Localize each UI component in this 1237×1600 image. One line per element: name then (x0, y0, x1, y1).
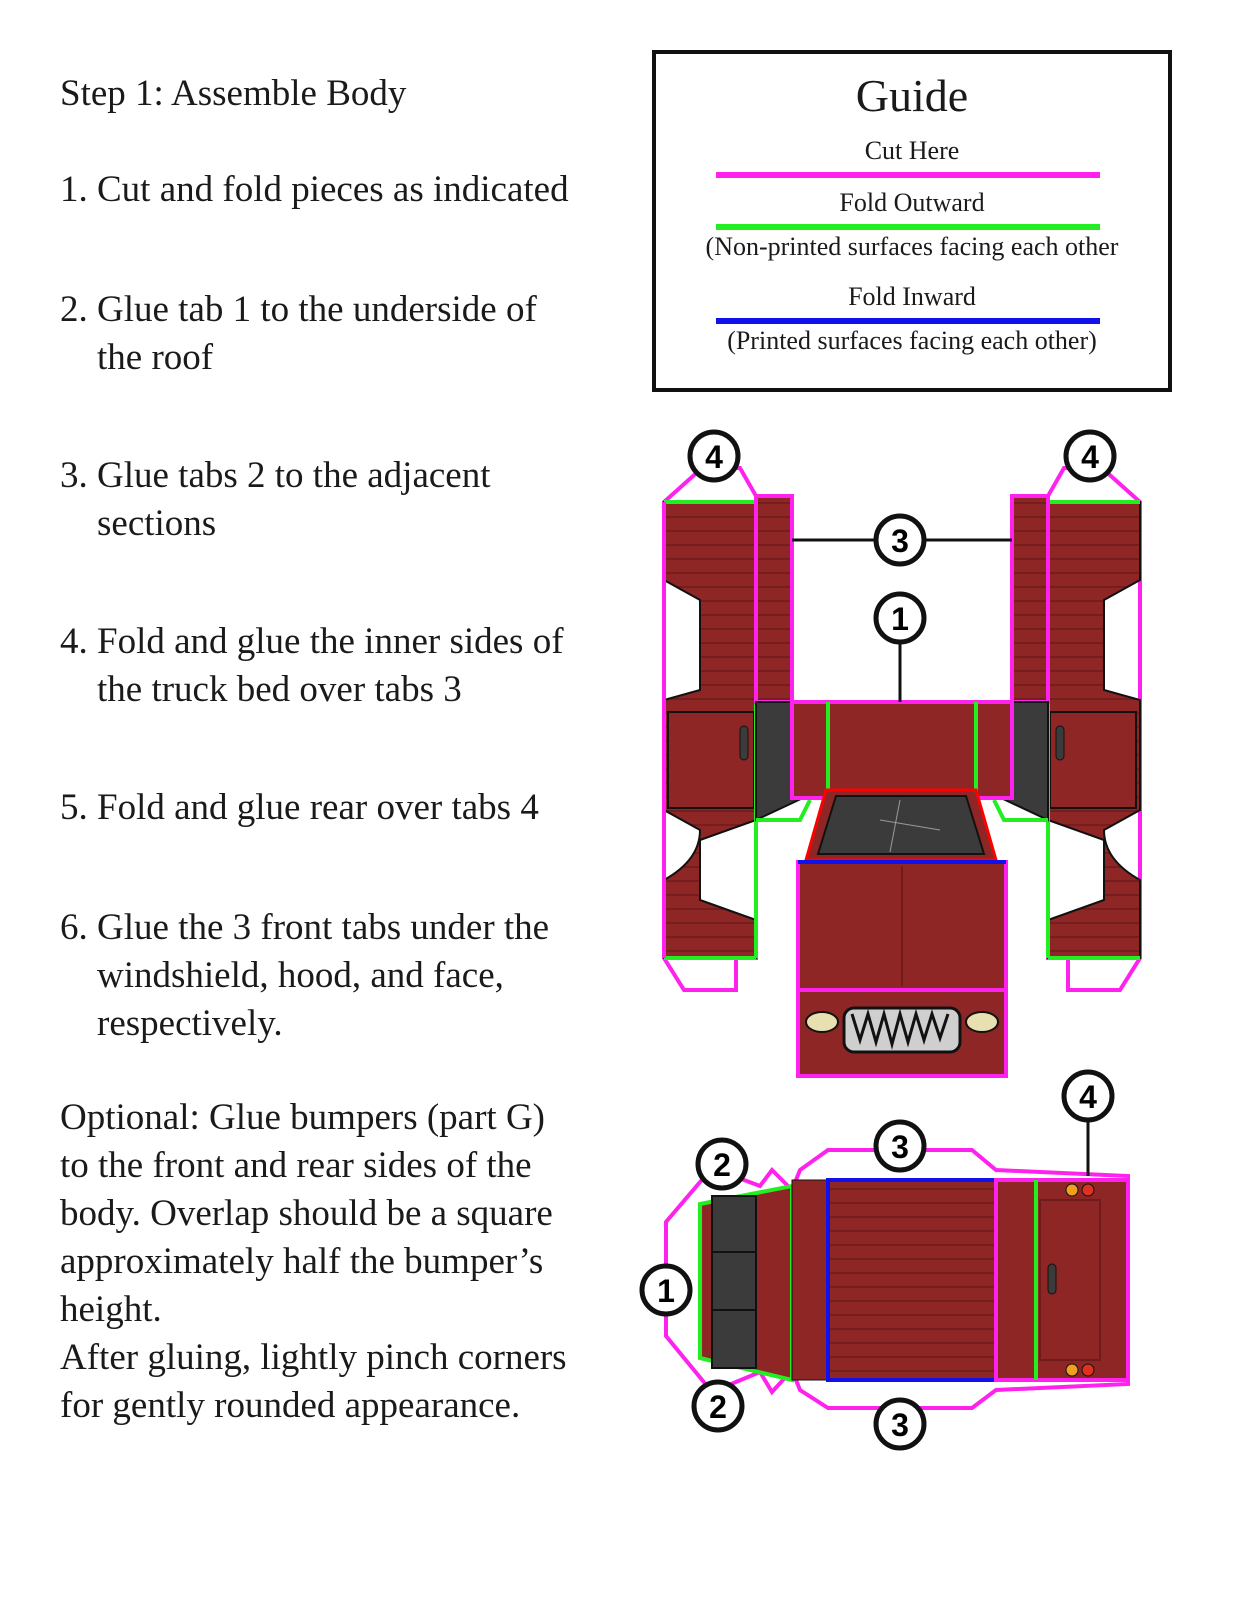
fold-inward-line-swatch (716, 318, 1100, 324)
roof-panel (790, 700, 1014, 800)
body-net-lower (664, 1148, 1130, 1410)
instruction-2: 2.Glue tab 1 to the underside of the roo… (60, 286, 537, 382)
callout-badge-3: 3 (873, 1119, 927, 1173)
guide-title: Guide (855, 70, 969, 121)
callout-number: 3 (891, 1407, 909, 1443)
callout-badge-3: 3 (873, 513, 927, 567)
optional-line: After gluing, lightly pinch corners (60, 1337, 567, 1378)
optional-line: for gently rounded appearance. (60, 1385, 521, 1426)
callout-number: 1 (891, 601, 909, 637)
body-net-upper (662, 466, 1142, 1078)
callout-number: 3 (891, 523, 909, 559)
instruction-text: Fold and glue the inner sides of (97, 621, 564, 662)
fold-outward-line-swatch (716, 224, 1100, 230)
instruction-4: 4.Fold and glue the inner sides of the t… (60, 618, 564, 714)
callout-badge-4: 4 (1061, 1069, 1115, 1123)
callout-badge-2: 2 (695, 1137, 749, 1191)
left-side-panel (662, 466, 821, 992)
fold-inward-note: (Printed surfaces facing each other) (727, 326, 1097, 355)
instruction-number: 3. (60, 455, 88, 496)
instruction-text-cont: respectively. (97, 1003, 283, 1044)
instruction-1: 1.Cut and fold pieces as indicated (60, 166, 569, 214)
callout-number: 4 (1079, 1079, 1097, 1115)
callout-number: 2 (709, 1389, 727, 1425)
optional-line: to the front and rear sides of the (60, 1145, 532, 1186)
optional-note: Optional: Glue bumpers (part G) to the f… (60, 1094, 620, 1430)
cut-line-swatch (716, 172, 1100, 178)
optional-line: height. (60, 1289, 162, 1330)
tailgate-panel (994, 1178, 1130, 1382)
instruction-text: Glue the 3 front tabs under the (97, 907, 550, 948)
fold-inward-label: Fold Inward (848, 282, 976, 311)
instruction-text: Cut and fold pieces as indicated (97, 169, 569, 210)
windshield-panel (804, 788, 998, 862)
callout-badge-4: 4 (687, 429, 741, 483)
optional-line: approximately half the bumper’s (60, 1241, 544, 1282)
optional-line: Optional: Glue bumpers (part G) (60, 1097, 545, 1138)
right-side-panel (983, 466, 1142, 992)
instruction-text-cont: the roof (97, 337, 214, 378)
instruction-5: 5.Fold and glue rear over tabs 4 (60, 784, 539, 832)
fold-outward-label: Fold Outward (839, 188, 985, 217)
callout-badge-1: 1 (639, 1263, 693, 1317)
face-panel (796, 988, 1008, 1078)
instruction-text: Glue tabs 2 to the adjacent (97, 455, 491, 496)
instruction-text-cont: the truck bed over tabs 3 (97, 669, 462, 710)
callout-number: 1 (657, 1273, 675, 1309)
instruction-text-cont: windshield, hood, and face, (97, 955, 504, 996)
callout-number: 3 (891, 1129, 909, 1165)
instruction-number: 5. (60, 787, 88, 828)
hood-panel (796, 860, 1008, 992)
fold-outward-note: (Non-printed surfaces facing each other (705, 232, 1119, 261)
callout-number: 4 (1081, 439, 1099, 475)
instruction-text: Glue tab 1 to the underside of (97, 289, 537, 330)
callout-badge-2: 2 (691, 1379, 745, 1433)
instruction-3: 3.Glue tabs 2 to the adjacent sections (60, 452, 491, 548)
instruction-text: Fold and glue rear over tabs 4 (97, 787, 539, 828)
instruction-number: 4. (60, 621, 88, 662)
instruction-number: 2. (60, 289, 88, 330)
guide-legend: Guide Cut Here Fold Outward (Non-printed… (652, 50, 1172, 392)
cut-label: Cut Here (864, 136, 960, 165)
optional-line: body. Overlap should be a square (60, 1193, 553, 1234)
callout-number: 2 (713, 1147, 731, 1183)
instruction-6: 6.Glue the 3 front tabs under the windsh… (60, 904, 549, 1048)
callout-badge-4: 4 (1063, 429, 1117, 483)
step-title: Step 1: Assemble Body (60, 73, 407, 114)
instruction-text-cont: sections (97, 503, 217, 544)
instruction-number: 6. (60, 907, 88, 948)
instruction-number: 1. (60, 169, 88, 210)
cab-window-panel (698, 1183, 794, 1383)
callout-number: 4 (705, 439, 723, 475)
callout-badge-1: 1 (873, 591, 927, 645)
callout-badge-3: 3 (873, 1397, 927, 1451)
truck-bed-floor (791, 1178, 998, 1382)
